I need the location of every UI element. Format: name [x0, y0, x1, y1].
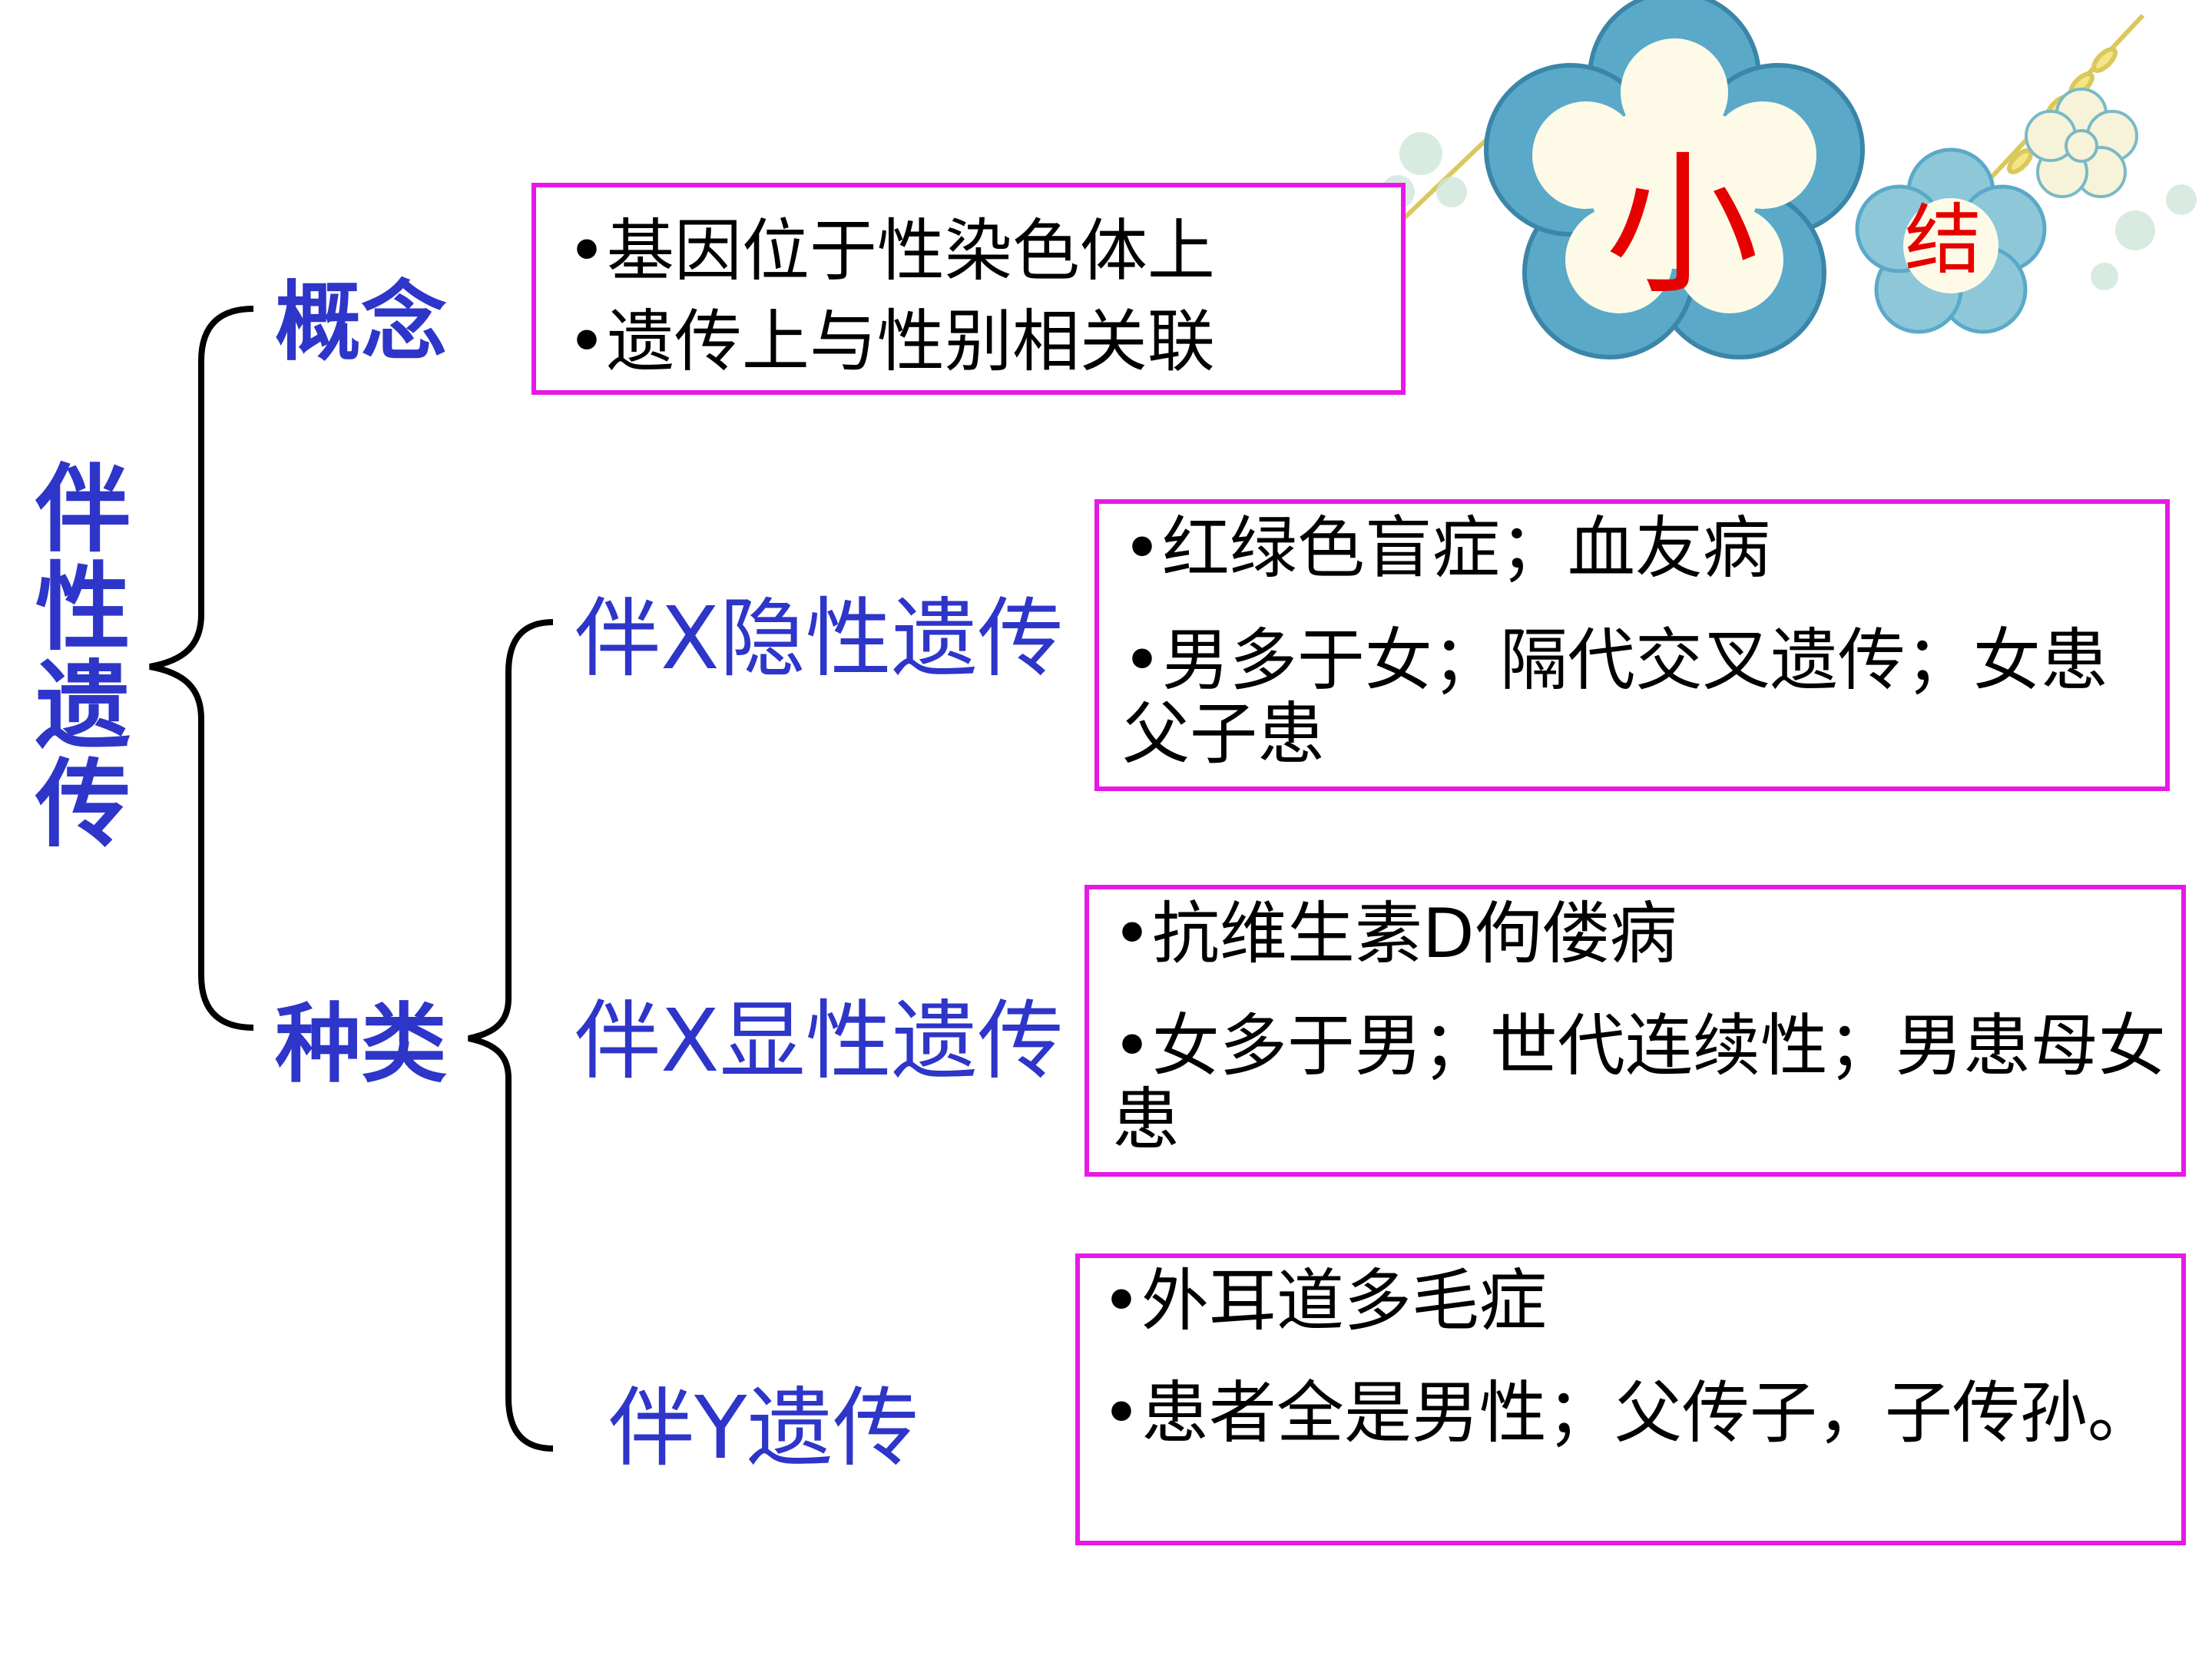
root-label: 伴 性 遗 传 [29, 461, 137, 854]
x-dominant-box: •抗维生素D佝偻病 •女多于男；世代连续性；男患母女患 [1084, 885, 2186, 1177]
root-brace [149, 306, 254, 1031]
y-linked-box: •外耳道多毛症 •患者全是男性；父传子，子传孙。 [1075, 1253, 2186, 1545]
concept-box: •基因位于性染色体上 •遗传上与性别相关联 [531, 183, 1406, 395]
root-char: 传 [35, 750, 131, 860]
concept-label: 概念 [275, 273, 447, 373]
root-char: 性 [35, 553, 131, 664]
types-brace [468, 619, 554, 1452]
x-recessive-item: •男多于女；隔代交叉遗传；女患父子患 [1122, 621, 2108, 773]
x-dominant-item: •女多于男；世代连续性；男患母女患 [1112, 1006, 2166, 1159]
x-recessive-item: •红绿色盲症；血友病 [1122, 508, 1770, 588]
subtype-label-x-dominant: 伴X显性遗传 [575, 992, 1064, 1091]
types-label: 种类 [275, 995, 447, 1094]
concept-item: •遗传上与性别相关联 [567, 302, 1215, 381]
flower-decoration-icon [1367, 0, 2197, 359]
x-dominant-item: •抗维生素D佝偻病 [1112, 894, 1677, 973]
summary-title-small: 结 [1905, 195, 1982, 285]
root-char: 伴 [35, 455, 131, 565]
subtype-label-y-linked: 伴Y遗传 [608, 1379, 919, 1479]
y-linked-item: •外耳道多毛症 [1101, 1261, 1547, 1340]
concept-item: •基因位于性染色体上 [567, 211, 1215, 290]
x-recessive-box: •红绿色盲症；血友病 •男多于女；隔代交叉遗传；女患父子患 [1094, 499, 2170, 791]
root-char: 遗 [35, 651, 131, 762]
summary-title-big: 小 [1605, 137, 1760, 316]
subtype-label-x-recessive: 伴X隐性遗传 [575, 589, 1064, 689]
y-linked-item: •患者全是男性；父传子，子传孙。 [1101, 1373, 2155, 1452]
